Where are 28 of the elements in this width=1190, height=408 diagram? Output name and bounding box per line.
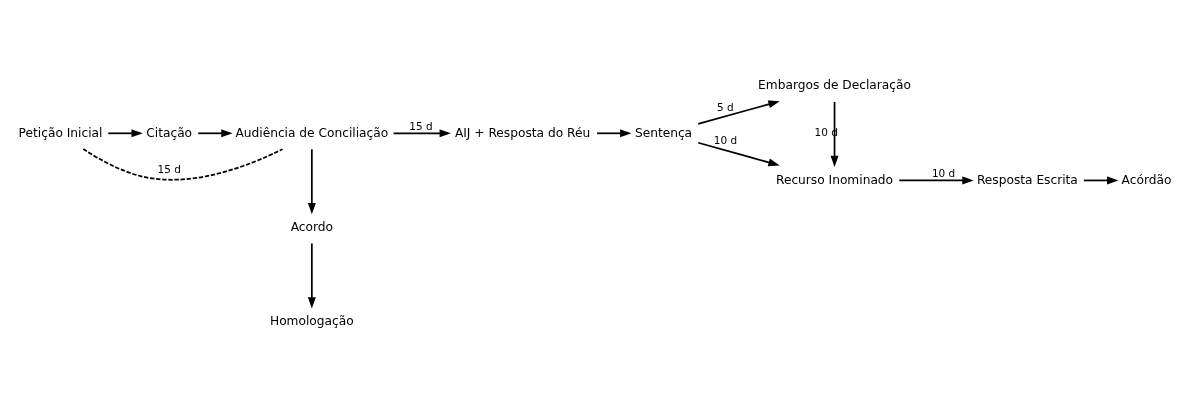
- arrow: [307, 242, 316, 309]
- arrow: [197, 129, 233, 138]
- arrow: [898, 176, 974, 185]
- arrow: [697, 100, 780, 125]
- edge-label: 10 d: [713, 134, 738, 147]
- node-text: Citação: [146, 125, 193, 140]
- node-text: Homologação: [269, 314, 354, 329]
- node-text: Recurso Inominado: [775, 172, 894, 187]
- arrow: [107, 129, 143, 138]
- node-text: Acórdão: [1121, 172, 1172, 187]
- edge-label: 5 d: [717, 101, 734, 114]
- node-text: Resposta Escrita: [976, 172, 1078, 187]
- edge-label: 15 d: [409, 120, 433, 133]
- connector: [82, 148, 284, 181]
- node-text: Audiência de Conciliação: [235, 125, 389, 140]
- node-text: AIJ + Resposta do Réu: [454, 125, 591, 140]
- edge-label: 15 d: [157, 163, 181, 176]
- arrow: [596, 129, 632, 138]
- edge-label: 10 d: [931, 167, 956, 180]
- arrow: [307, 148, 316, 215]
- node-text: Embargos de Declaração: [758, 78, 911, 93]
- node-text: Sentença: [634, 125, 693, 140]
- arrow: [830, 101, 839, 168]
- node-text: Petição Inicial: [18, 125, 103, 140]
- arrow: [697, 141, 780, 167]
- arrow: [392, 129, 451, 138]
- arrow: [1082, 176, 1119, 185]
- node-text: Acordo: [290, 219, 333, 234]
